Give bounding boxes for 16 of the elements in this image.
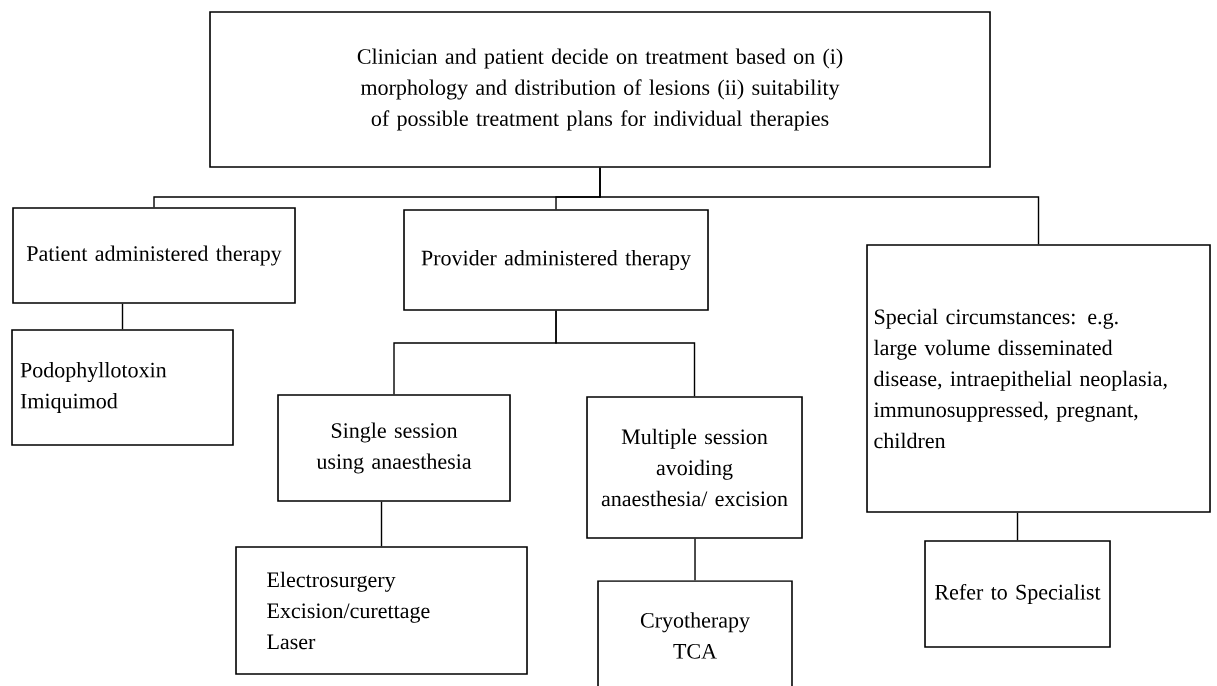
text-box: Podophyllotoxin Imiquimod <box>11 329 234 446</box>
text-box: Electrosurgery Excision/curettage Laser <box>235 546 528 675</box>
text-box: Provider administered therapy <box>403 209 709 311</box>
text-box: Patient administered therapy <box>12 207 296 304</box>
text-box: Refer to Specialist <box>924 540 1111 648</box>
connector-line <box>1016 512 1019 541</box>
connector-line <box>599 167 1040 245</box>
text-box: Single session using anaesthesia <box>277 394 511 502</box>
text-box: Special circumstances: e.g. large volume disseminated disease, intraepithelial neoplasia, immunosuppressed, pregnant, children <box>866 244 1211 513</box>
text-box: Multiple session avoiding anaesthesia/ excision <box>586 396 803 539</box>
connector-line <box>694 538 696 581</box>
connector-line <box>380 501 383 547</box>
text-box: Clinician and patient decide on treatment based on (i) morphology and distribution of lesions (ii) suitability of possible treatment plans for individual therapies <box>209 11 991 168</box>
connector-line <box>555 310 696 397</box>
text-box: Cryotherapy TCA <box>597 580 793 686</box>
connector-line <box>121 303 124 330</box>
